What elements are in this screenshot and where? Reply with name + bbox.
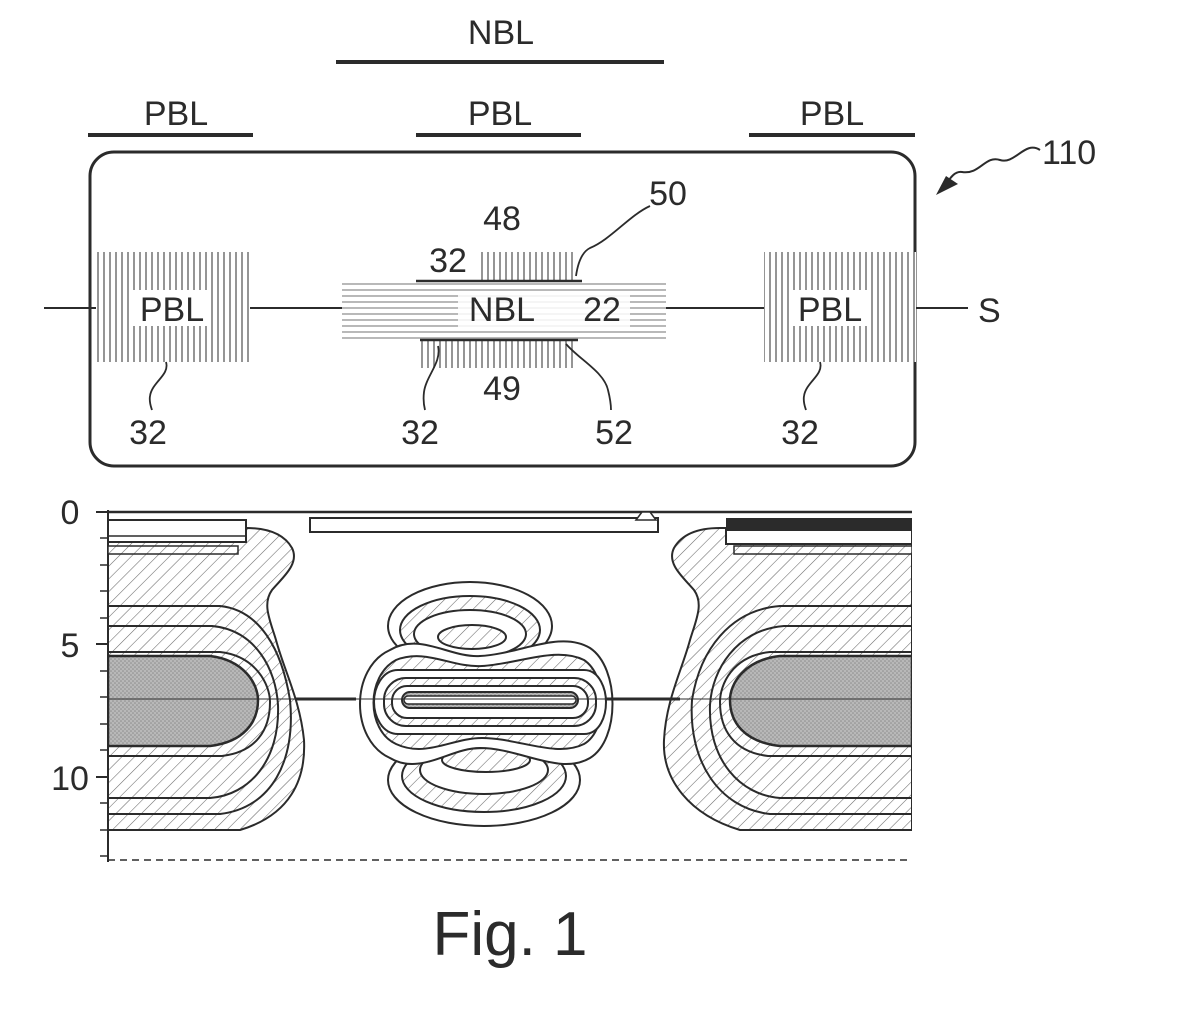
- number-50: 50: [649, 175, 687, 213]
- center-nbl-label: NBL: [469, 291, 535, 329]
- left-surface-thin: [108, 546, 238, 554]
- left-pbl-core: [108, 656, 258, 746]
- number-52: 52: [595, 414, 633, 452]
- section-line-label: S: [978, 292, 1001, 330]
- depth-tick-label-5: 5: [61, 627, 80, 665]
- depth-tick-label-10: 10: [51, 760, 89, 798]
- right-surface-layer-2: [726, 530, 912, 544]
- left-pbl-label: PBL: [140, 291, 204, 329]
- center-nbl-number: 22: [583, 291, 621, 329]
- left-surface-layer: [108, 520, 246, 542]
- right-pbl-label: PBL: [798, 291, 862, 329]
- pbl-center-top-label: PBL: [468, 95, 532, 133]
- ref-110-leader: [948, 148, 1040, 182]
- right-surface-thin: [734, 546, 912, 554]
- number-32-left: 32: [129, 414, 167, 452]
- center-upper-pbl-stripes: [478, 252, 574, 280]
- schematic: 110 S PBL PBL NBL 22 48 32 49 50 32: [44, 134, 1096, 466]
- number-32-right: 32: [781, 414, 819, 452]
- number-48: 48: [483, 200, 521, 238]
- right-surface-layer: [726, 518, 912, 530]
- figure-caption: Fig. 1: [432, 900, 587, 969]
- number-32-left-leader: [150, 362, 167, 410]
- number-32-right-leader: [804, 362, 821, 410]
- center-surface-oxide: [310, 518, 658, 532]
- ref-110-label: 110: [1042, 134, 1096, 172]
- top-labels: NBL PBL PBL PBL: [88, 14, 915, 135]
- upper-lobe-core: [438, 625, 506, 649]
- nbl-top-label: NBL: [468, 14, 534, 52]
- pbl-left-top-label: PBL: [144, 95, 208, 133]
- nbl-core-line: [404, 696, 576, 704]
- right-pbl-core: [730, 656, 912, 746]
- depth-tick-label-0: 0: [61, 494, 80, 532]
- ref-110-arrowhead: [936, 176, 958, 195]
- number-32-upper: 32: [429, 242, 467, 280]
- depth-profile: 0 5 10: [51, 494, 912, 862]
- number-49: 49: [483, 370, 521, 408]
- center-lower-pbl-stripes: [420, 340, 574, 368]
- pbl-right-top-label: PBL: [800, 95, 864, 133]
- number-50-leader: [576, 206, 650, 276]
- number-32-center: 32: [401, 414, 439, 452]
